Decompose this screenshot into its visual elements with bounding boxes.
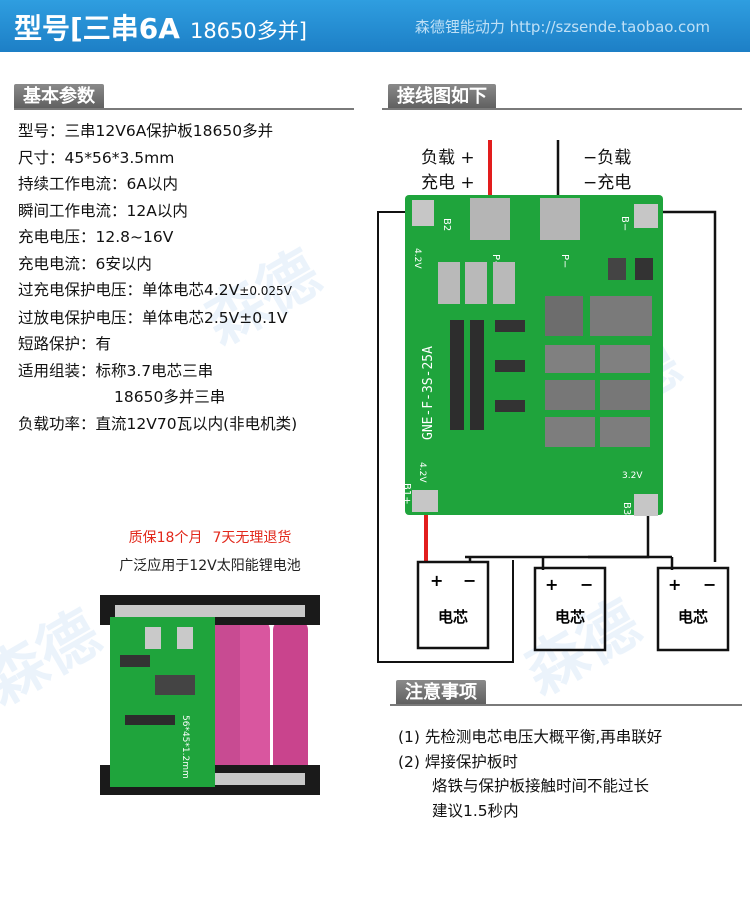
pad-b2: [412, 200, 434, 226]
pad-b3-label: B3: [621, 502, 632, 515]
title-main: 型号[三串6A: [14, 12, 180, 45]
voltage-label: 4.2V: [412, 248, 422, 269]
note-item: (2) 焊接保护板时: [398, 752, 518, 771]
pcb-silk-text: 56*45*1.2mm: [180, 715, 190, 779]
bminus-wire: [648, 210, 717, 562]
pcb-image: [110, 617, 215, 787]
notes-section-tag: 注意事项: [396, 680, 486, 706]
mosfet: [600, 345, 650, 373]
param-row: 适用组装：标称3.7电芯三串: [18, 361, 214, 380]
param-row: 瞬间工作电流：12A以内: [18, 201, 188, 220]
note-item: 建议1.5秒内: [432, 801, 519, 820]
cell-image: [210, 615, 240, 790]
warranty-text: 质保18个月: [128, 530, 203, 546]
battery-plus: +: [545, 575, 558, 594]
voltage-label: 4.2V: [417, 462, 427, 483]
charge-negative-label: −充电: [583, 173, 632, 193]
param-row: 充电电压：12.8~16V: [18, 228, 174, 246]
pcb-ic: [450, 320, 464, 430]
mosfet: [590, 296, 652, 336]
battery-label: 电芯: [555, 608, 585, 626]
battery-pack-photo: 56*45*1.2mm: [100, 595, 320, 795]
pad-p-minus: [540, 198, 580, 240]
pcb-chip: [125, 715, 175, 725]
pcb-ic: [495, 360, 525, 372]
pad-b-minus-label: B−: [619, 216, 630, 231]
pcb-chip: [155, 675, 195, 695]
mosfet: [545, 296, 583, 336]
pad-b1-label: B1+: [401, 483, 412, 505]
board-model-text: GNE-F-3S-25A: [421, 346, 436, 440]
mosfet: [545, 380, 595, 410]
product-title: 型号[三串6A 18650多并]: [14, 7, 307, 47]
pcb-chip: [120, 655, 150, 667]
battery-cell-3: + − 电芯: [656, 566, 730, 652]
wiring-diagram: B2 P+ P− B− 4.2V GNE-F-3S-25A B1+ B3 4.2…: [377, 140, 730, 663]
cell-image: [235, 620, 270, 790]
charge-positive-label: 充电 +: [421, 173, 475, 193]
battery-cell-1: + − 电芯: [416, 560, 490, 650]
voltage-label: 3.2V: [622, 471, 643, 481]
param-row: 尺寸：45*56*3.5mm: [18, 148, 175, 167]
battery-plus: +: [668, 575, 681, 594]
b3-wire: [570, 510, 650, 559]
param-row: 短路保护：有: [18, 335, 112, 353]
pad-b3: [634, 494, 658, 516]
note-item: (1) 先检测电芯电压大概平衡,再串联好: [398, 728, 663, 746]
pcb-ic: [495, 320, 525, 332]
pad-p-plus: [470, 198, 510, 240]
b2-wire: [377, 211, 514, 663]
nickel-strip: [115, 605, 305, 617]
page-header: 型号[三串6A 18650多并] 森德锂能动力 http://szsende.ta…: [0, 0, 750, 52]
battery-cell-2: + − 电芯: [533, 566, 607, 652]
battery-minus: −: [703, 575, 716, 594]
params-section-tag: 基本参数: [14, 84, 104, 110]
divider: [382, 108, 742, 110]
pad-b2-label: B2: [441, 218, 452, 231]
battery-plus: +: [430, 571, 443, 590]
param-row: 型号：三串12V6A保护板18650多并: [18, 122, 274, 140]
divider: [14, 108, 354, 110]
mosfet: [545, 417, 595, 447]
load-negative-label: −负载: [583, 148, 632, 168]
pad-p-minus-label: P−: [559, 254, 570, 268]
param-row: 过充电保护电压：单体电芯4.2V±0.025V: [18, 281, 292, 299]
pad-p-plus-label: P+: [490, 254, 501, 268]
param-row: 持续工作电流：6A以内: [18, 175, 178, 193]
battery-minus: −: [580, 575, 593, 594]
battery-label: 电芯: [678, 608, 708, 626]
pcb-ic: [495, 400, 525, 412]
mosfet: [600, 417, 650, 447]
pcb-pad: [177, 627, 193, 649]
return-policy-text: 7天无理退货: [212, 530, 292, 546]
mosfet: [600, 380, 650, 410]
pad-b1: [412, 490, 438, 512]
wiring-section-tag: 接线图如下: [388, 84, 496, 110]
load-positive-label: 负载 +: [421, 148, 475, 168]
params-list: 型号：三串12V6A保护板18650多并 尺寸：45*56*3.5mm 持续工作…: [18, 118, 368, 437]
pcb-component: [608, 258, 626, 280]
shop-url: 森德锂能动力 http://szsende.taobao.com: [414, 18, 710, 36]
divider: [390, 704, 742, 706]
param-row: 过放电保护电压：单体电芯2.5V±0.1V: [18, 308, 288, 327]
note-item: 烙铁与保护板接触时间不能过长: [432, 777, 650, 795]
title-sub: 18650多并]: [189, 19, 307, 43]
cell-image: [273, 620, 308, 790]
pcb-pad: [145, 627, 161, 649]
notes-list: (1) 先检测电芯电压大概平衡,再串联好 (2) 焊接保护板时 烙铁与保护板接触…: [398, 725, 743, 823]
param-row: 负载功率：直流12V70瓦以内(非电机类): [18, 414, 298, 433]
battery-minus: −: [463, 571, 476, 590]
pcb-ic: [470, 320, 484, 430]
application-text: 广泛应用于12V太阳能锂电池: [119, 558, 301, 574]
battery-label: 电芯: [438, 608, 468, 626]
mosfet: [545, 345, 595, 373]
param-row: 充电电流：6安以内: [18, 254, 152, 273]
pcb-component: [635, 258, 653, 280]
warranty-line: 质保18个月 7天无理退货: [0, 527, 420, 547]
pad-b-minus: [634, 204, 658, 228]
param-row: 18650多并三串: [114, 388, 226, 406]
